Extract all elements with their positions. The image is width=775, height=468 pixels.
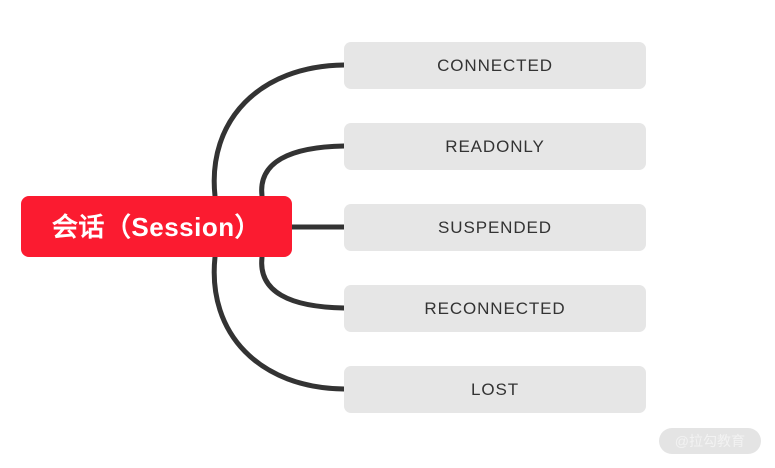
branch-node-suspended[interactable]: SUSPENDED — [344, 204, 646, 251]
branch-node-reconnected[interactable]: RECONNECTED — [344, 285, 646, 332]
branch-node-connected[interactable]: CONNECTED — [344, 42, 646, 89]
watermark-label: @拉勾教育 — [674, 433, 745, 449]
root-node-session[interactable]: 会话（Session） — [21, 196, 292, 257]
root-node-label: 会话（Session） — [51, 211, 262, 242]
connector-reconnected — [259, 254, 347, 311]
branch-node-label: LOST — [470, 380, 519, 399]
connector-lost — [211, 254, 347, 392]
branch-node-label: READONLY — [445, 137, 545, 156]
watermark-badge: @拉勾教育 — [658, 428, 761, 454]
branch-node-readonly[interactable]: READONLY — [344, 123, 646, 170]
branch-node-label: SUSPENDED — [438, 218, 552, 237]
connector-readonly — [259, 143, 347, 199]
connector-connected — [211, 62, 347, 199]
branch-node-lost[interactable]: LOST — [344, 366, 646, 413]
branch-node-label: CONNECTED — [437, 56, 553, 75]
branch-node-label: RECONNECTED — [424, 299, 566, 318]
